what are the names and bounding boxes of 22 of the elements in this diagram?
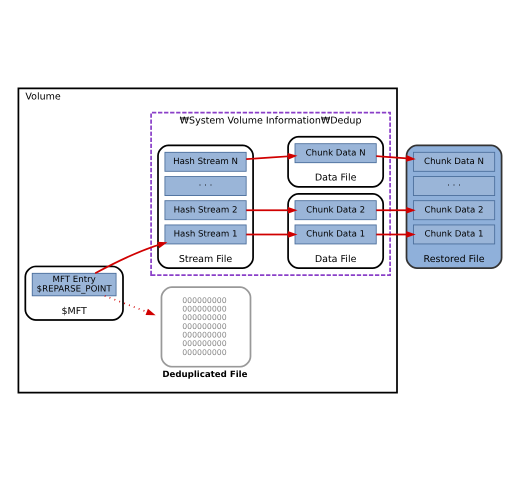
node-box: Hash Stream N (164, 152, 247, 172)
node-box: · · · (164, 176, 247, 196)
node-box: Hash Stream 2 (164, 200, 247, 220)
arrow (376, 206, 416, 214)
arrow (246, 153, 298, 160)
node-box: Chunk Data 1 (413, 224, 496, 244)
node-box: Hash Stream 1 (164, 224, 247, 244)
node-box: 000000000 000000000 000000000 000000000 000000000 000000000 000000000 (160, 286, 252, 368)
arrow (246, 231, 298, 238)
node-label: Deduplicated File (162, 370, 248, 380)
arrow (94, 242, 168, 274)
arrow (376, 155, 416, 162)
node-box: · · · (413, 176, 496, 196)
node-box: Chunk Data 2 (294, 200, 377, 220)
node-box: Chunk Data N (294, 143, 377, 164)
node-box: Chunk Data 2 (413, 200, 496, 220)
node-box: Chunk Data 1 (294, 224, 377, 244)
node-box: MFT Entry $REPARSE_POINT (32, 272, 117, 296)
arrow (104, 295, 156, 316)
arrow (376, 231, 416, 238)
arrow (246, 206, 298, 214)
node-box: Chunk Data N (413, 152, 496, 172)
